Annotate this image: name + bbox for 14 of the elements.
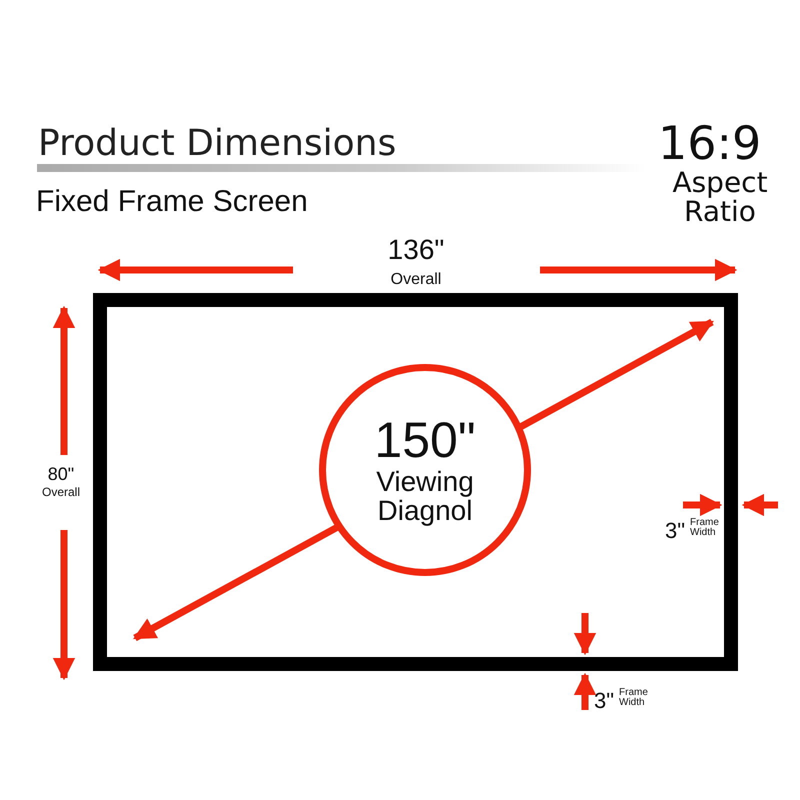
dimension-value: 80" (46, 465, 76, 483)
subtitle: Fixed Frame Screen (36, 187, 308, 217)
dimension-value: 136" (386, 236, 446, 264)
title: Product Dimensions (38, 126, 396, 162)
aspect-ratio-value: 16:9 (658, 120, 762, 166)
dimension-value: 3" (665, 520, 686, 542)
dimension-label: Frame Width (690, 518, 720, 538)
dimension-label: Overall (390, 272, 442, 288)
dimension-label: Overall (40, 486, 81, 498)
dimension-label: Frame Width (619, 688, 649, 708)
dimension-label: Viewing Diagnol (375, 466, 475, 526)
aspect-ratio-label: Aspect Ratio (671, 168, 769, 227)
dimension-value: 3" (594, 690, 614, 712)
dimension-value: 150" (373, 414, 477, 467)
